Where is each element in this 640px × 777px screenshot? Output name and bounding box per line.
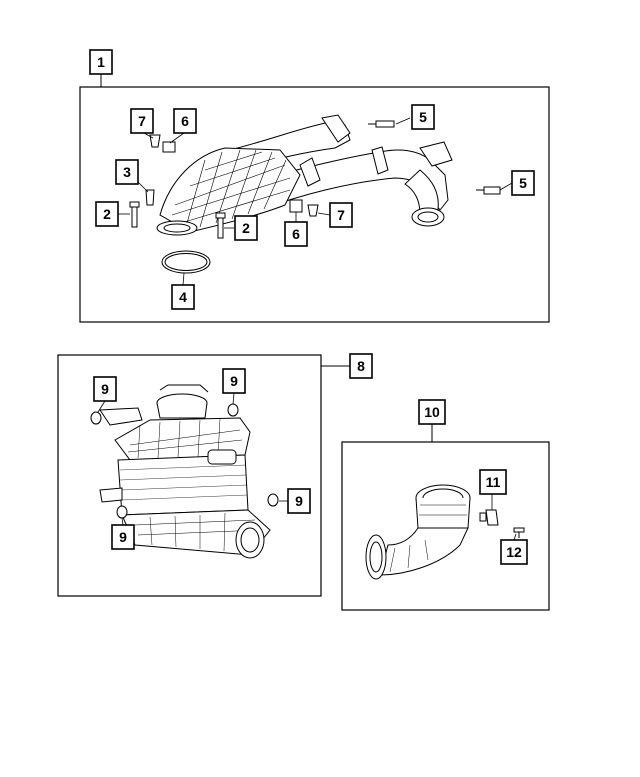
callout-4: 4 [171,284,195,310]
svg-text:9: 9 [119,529,127,545]
callout-9-top-right: 9 [222,368,246,394]
callout-6-top: 6 [173,108,197,134]
callout-1: 1 [89,49,113,75]
svg-text:11: 11 [486,474,501,490]
gasket-ring [161,250,211,274]
outlet-duct [365,484,525,580]
svg-text:3: 3 [123,164,131,180]
callout-8: 8 [349,353,373,379]
group-10-frame [341,424,550,611]
svg-text:6: 6 [181,113,189,129]
group-1-frame [79,74,550,323]
group-8-leaders [97,392,288,526]
callout-11: 11 [479,469,507,495]
callout-12: 12 [500,539,528,565]
callout-9-right: 9 [287,488,311,514]
svg-text:9: 9 [230,373,238,389]
group-1-leaders [118,117,513,286]
svg-text:4: 4 [179,289,187,305]
svg-text:5: 5 [519,175,527,191]
callout-7-top: 7 [130,108,154,134]
svg-text:2: 2 [242,220,250,236]
svg-text:5: 5 [419,109,427,125]
svg-text:9: 9 [101,381,109,397]
callout-2-right: 2 [234,215,258,241]
callout-9-top-left: 9 [93,376,117,402]
callout-10: 10 [418,399,446,425]
air-duct-assembly [156,114,453,236]
svg-text:10: 10 [424,404,440,420]
svg-text:6: 6 [292,226,300,242]
svg-text:12: 12 [506,544,522,560]
callout-3: 3 [115,159,139,185]
svg-text:7: 7 [337,207,345,223]
callout-7-lower: 7 [329,202,353,228]
callout-2-left: 2 [95,201,119,227]
callout-5-right: 5 [511,170,535,196]
charge-air-cooler [90,384,279,559]
callout-6-lower: 6 [284,221,308,247]
svg-text:7: 7 [138,113,146,129]
callout-5-top: 5 [411,104,435,130]
svg-text:2: 2 [103,206,111,222]
group-10-leaders [491,494,517,541]
callout-9-bottom-left: 9 [111,524,135,550]
group-8-frame [57,354,350,597]
svg-text:1: 1 [97,54,105,70]
svg-text:9: 9 [295,493,303,509]
svg-text:8: 8 [357,358,365,374]
